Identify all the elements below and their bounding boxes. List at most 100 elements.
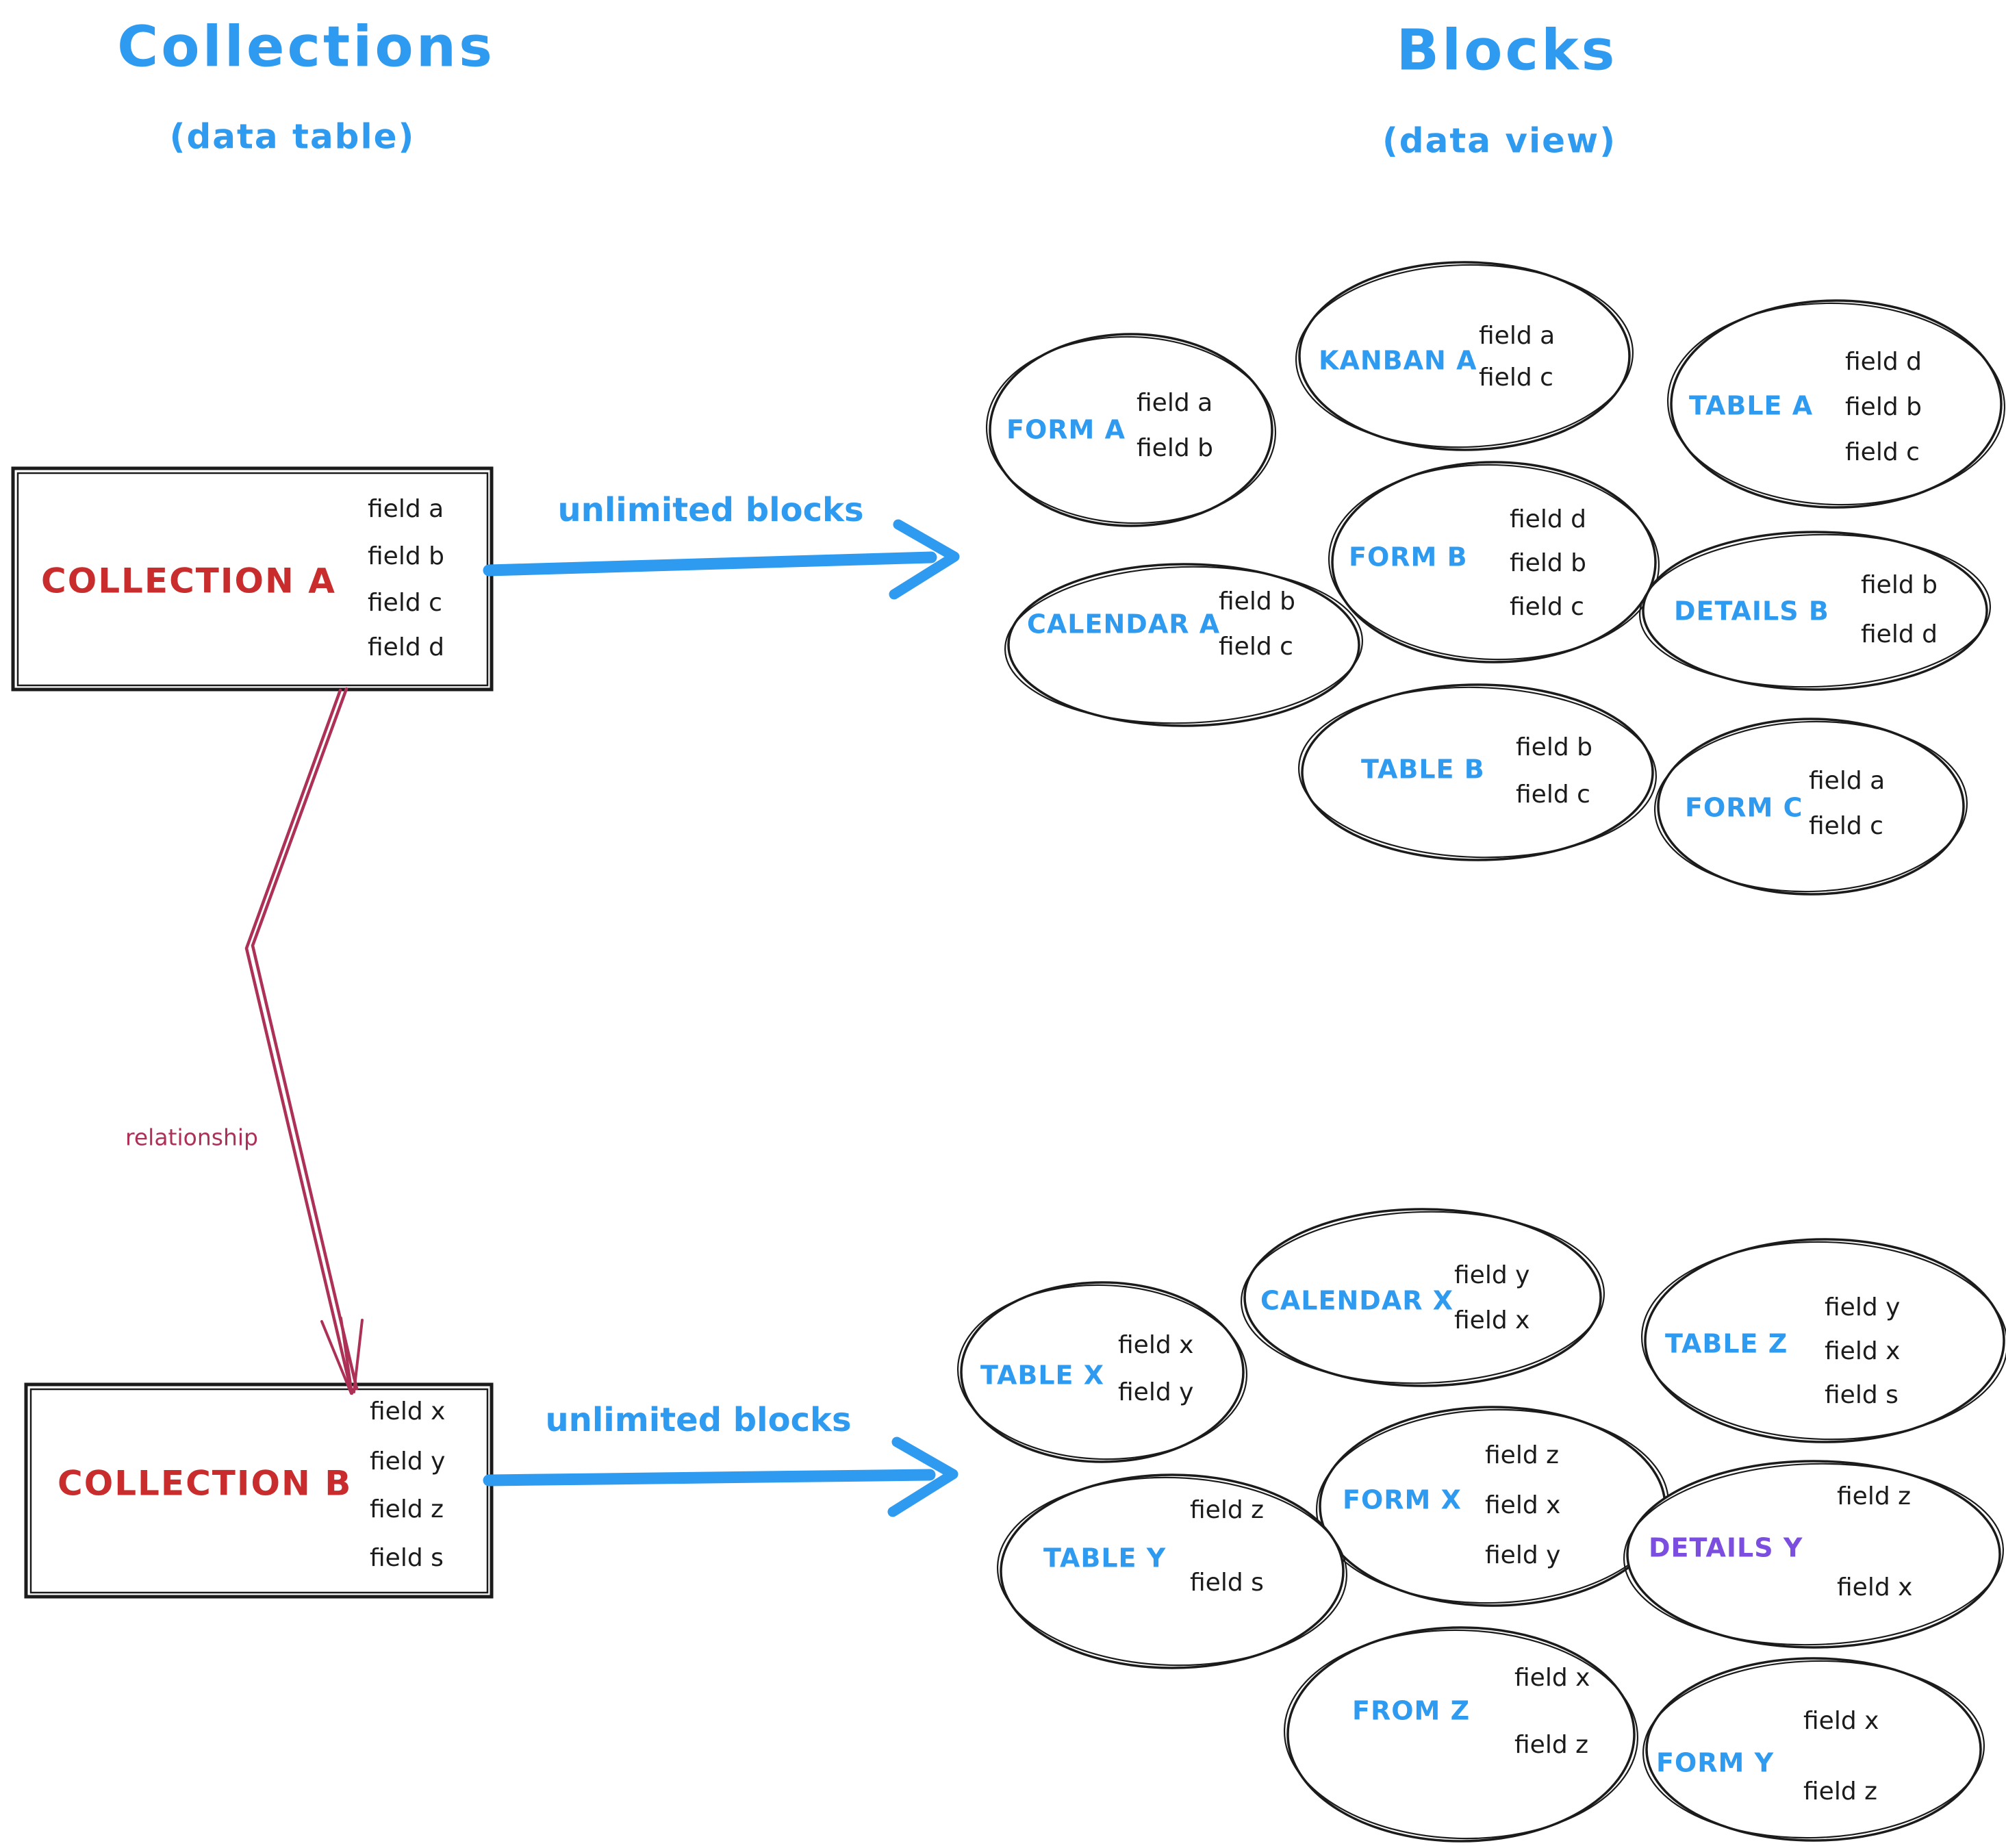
block-label: TABLE B (1361, 755, 1485, 785)
collection-a-rect (11, 466, 494, 692)
block-field: field b (1845, 393, 1922, 421)
block-ellipse-sketch (1653, 720, 1968, 893)
collection-a-name: COLLECTION A (41, 561, 336, 601)
relationship-arrow: relationship (125, 687, 364, 1395)
block-form-y: FORM Y field x field z (1642, 1657, 1985, 1842)
arrow-b-line (483, 1469, 936, 1486)
block-ellipse (1301, 683, 1654, 861)
block-field: field x (1803, 1707, 1879, 1735)
collections-title: Collections (117, 14, 495, 79)
collection-b-field: field y (370, 1447, 445, 1476)
block-field: field x (1514, 1664, 1590, 1692)
block-label: FORM A (1006, 415, 1126, 445)
block-label: TABLE Y (1043, 1543, 1166, 1573)
collection-b-rect-sketch (29, 1388, 489, 1594)
block-ellipse (1007, 563, 1360, 727)
block-ellipse (960, 1281, 1245, 1463)
block-field: field b (1516, 733, 1592, 761)
block-field: field c (1845, 438, 1920, 466)
block-label: FORM Y (1656, 1748, 1774, 1778)
collection-b-rect (24, 1382, 494, 1599)
block-ellipse (1657, 718, 1965, 896)
block-table-y: TABLE Y field z field s (996, 1473, 1348, 1669)
block-label: FROM Z (1352, 1696, 1470, 1726)
right-header: Blocks (data view) (1382, 18, 1616, 161)
block-table-b: TABLE B field b field c (1297, 683, 1658, 861)
block-ellipse (1626, 1460, 2001, 1649)
block-ellipse-sketch (1640, 1241, 2006, 1441)
block-ellipse-sketch (1240, 1211, 1605, 1384)
collection-a-field: field c (368, 589, 442, 617)
block-label: FORM X (1343, 1485, 1462, 1515)
block-field: field c (1516, 781, 1590, 809)
block-ellipse (1243, 1208, 1602, 1387)
block-label: TABLE Z (1665, 1329, 1788, 1359)
block-field: field c (1219, 633, 1293, 661)
block-field: field b (1861, 571, 1938, 599)
block-ellipse-sketch (1666, 302, 2006, 506)
left-header: Collections (data table) (117, 14, 495, 156)
relationship-arrowhead-icon (320, 1317, 364, 1395)
collection-a-rect-sketch (16, 472, 489, 687)
block-label: FORM C (1685, 793, 1803, 823)
collection-a-box: COLLECTION A field a field b field c fie… (11, 466, 494, 692)
block-label: TABLE X (980, 1360, 1104, 1391)
block-ellipse-sketch (996, 1476, 1348, 1667)
block-field: field z (1837, 1482, 1911, 1510)
block-ellipse-sketch (1623, 1463, 2005, 1646)
block-field: field y (1825, 1293, 1900, 1321)
block-label: KANBAN A (1319, 346, 1477, 376)
block-field: field z (1190, 1496, 1264, 1524)
relationship-line (244, 688, 353, 1393)
block-field: field d (1861, 620, 1938, 648)
blocks-subtitle: (data view) (1382, 121, 1616, 161)
block-field: field b (1137, 434, 1213, 462)
collection-b-field: field s (370, 1544, 444, 1572)
block-ellipse-sketch (985, 336, 1277, 524)
block-field: field a (1479, 322, 1555, 350)
block-field: field a (1137, 389, 1213, 417)
block-label: CALENDAR A (1027, 609, 1220, 640)
block-ellipse (1286, 1626, 1636, 1843)
block-ellipse (1331, 461, 1657, 663)
block-ellipse-sketch (1328, 464, 1660, 661)
block-form-a: FORM A field a field b (985, 333, 1277, 527)
block-ellipse-sketch (1642, 1660, 1985, 1839)
block-field: field z (1803, 1777, 1877, 1806)
block-label: TABLE A (1689, 391, 1813, 421)
block-field: field c (1479, 364, 1553, 392)
arrow-a-line (483, 551, 937, 577)
unlimited-blocks-arrow-a: unlimited blocks (483, 491, 960, 600)
block-ellipse (1645, 1657, 1982, 1842)
block-ellipse-sketch (1638, 533, 1992, 688)
collection-a-field: field a (368, 495, 444, 523)
block-label: DETAILS Y (1649, 1533, 1803, 1563)
block-ellipse-sketch (956, 1284, 1248, 1460)
block-field: field c (1809, 812, 1883, 840)
block-field: field x (1118, 1331, 1193, 1359)
block-ellipse-sketch (1004, 566, 1364, 724)
block-details-b: DETAILS B field b field d (1638, 531, 1992, 691)
block-field: field s (1190, 1569, 1264, 1597)
collection-b-field: field x (370, 1397, 445, 1426)
collection-a-field: field d (368, 633, 444, 661)
collection-b-name: COLLECTION B (58, 1464, 352, 1504)
block-label: DETAILS B (1674, 596, 1829, 626)
block-field: field c (1510, 593, 1584, 621)
block-ellipse-sketch (1297, 686, 1658, 859)
block-label: CALENDAR X (1260, 1286, 1453, 1316)
block-field: field b (1510, 549, 1586, 577)
block-field: field b (1219, 587, 1295, 616)
block-field: field z (1485, 1441, 1559, 1469)
